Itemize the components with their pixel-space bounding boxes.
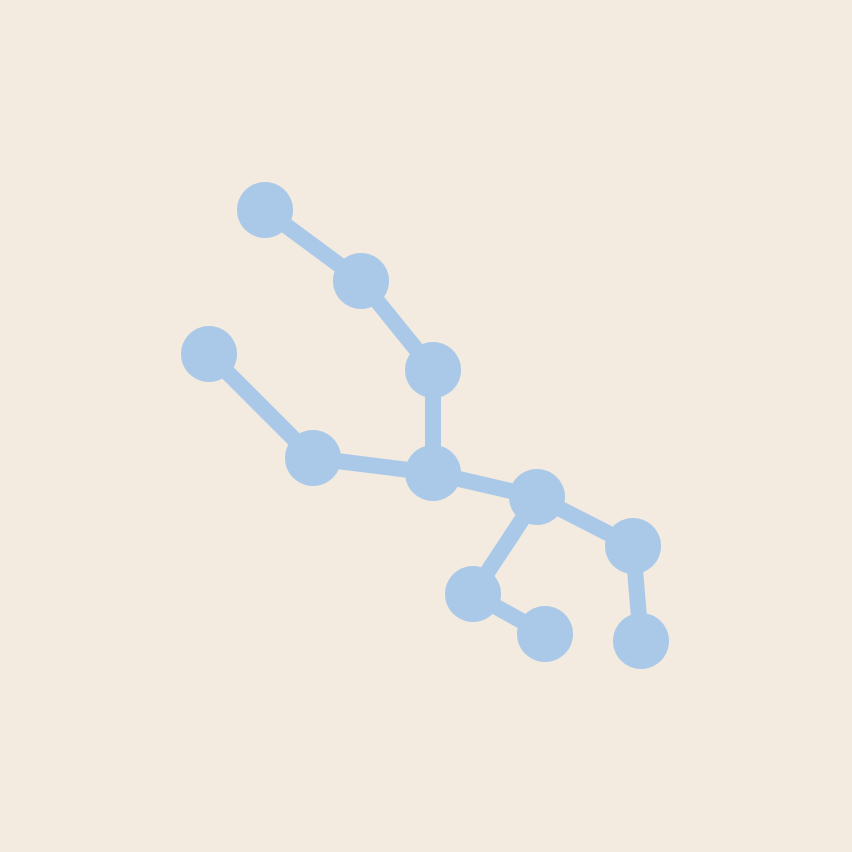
star-node-1 bbox=[237, 182, 293, 238]
star-node-8 bbox=[605, 518, 661, 574]
star-node-5 bbox=[285, 430, 341, 486]
star-node-7 bbox=[509, 469, 565, 525]
star-node-6 bbox=[405, 445, 461, 501]
star-node-10 bbox=[517, 606, 573, 662]
star-node-11 bbox=[613, 613, 669, 669]
star-node-3 bbox=[405, 342, 461, 398]
star-node-2 bbox=[333, 253, 389, 309]
star-node-9 bbox=[445, 566, 501, 622]
star-node-4 bbox=[181, 326, 237, 382]
constellation-stars bbox=[181, 182, 669, 669]
